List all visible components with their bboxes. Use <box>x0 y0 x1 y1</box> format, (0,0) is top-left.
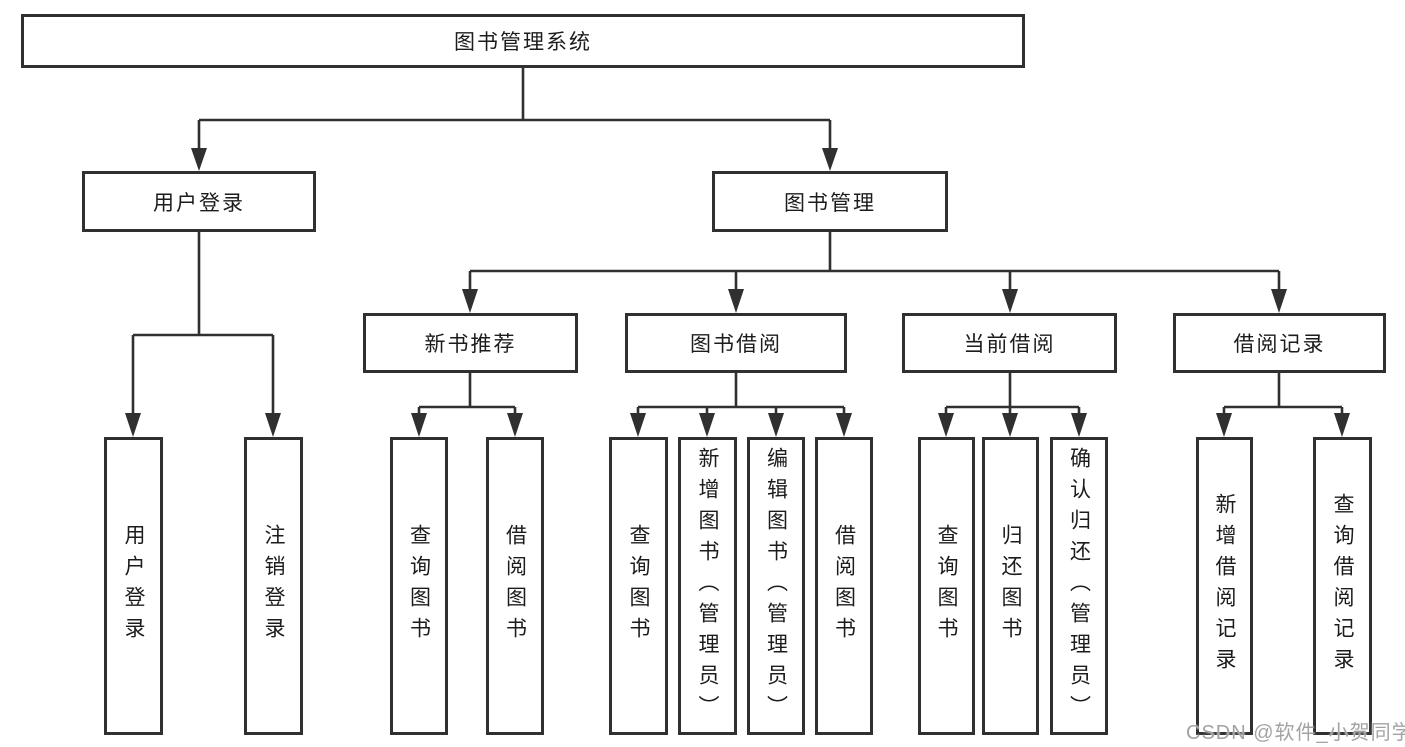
node-user-login: 用户登录 <box>82 171 316 232</box>
leaf-borrow-books-2: 借阅图书 <box>815 437 873 735</box>
node-book-management: 图书管理 <box>712 171 948 232</box>
leaf-query-books-1-label: 查询图书 <box>407 524 431 648</box>
connector-new-book-children <box>417 373 517 417</box>
leaf-add-book-admin: 新增图书（管理员） <box>678 437 737 735</box>
leaf-borrow-books-2-label: 借阅图书 <box>832 524 856 648</box>
node-borrow-records: 借阅记录 <box>1173 313 1386 373</box>
connector-borrow-records-children <box>1222 373 1344 417</box>
leaf-query-books-2-label: 查询图书 <box>627 524 651 648</box>
arrowheads <box>125 148 1350 437</box>
leaf-borrow-books-1: 借阅图书 <box>486 437 544 735</box>
connector-user-login-children <box>131 232 275 417</box>
node-root: 图书管理系统 <box>21 14 1025 68</box>
leaf-logout-label: 注销登录 <box>262 524 286 648</box>
node-current-borrow: 当前借阅 <box>902 313 1117 373</box>
node-new-book-recommend-label: 新书推荐 <box>424 333 517 356</box>
node-book-borrow: 图书借阅 <box>625 313 847 373</box>
connector-current-borrow-children <box>944 373 1081 417</box>
leaf-edit-book-admin: 编辑图书（管理员） <box>747 437 805 735</box>
leaf-borrow-books-1-label: 借阅图书 <box>503 524 527 648</box>
leaf-user-login-label: 用户登录 <box>122 524 146 648</box>
node-root-label: 图书管理系统 <box>454 31 592 54</box>
leaf-edit-book-admin-label: 编辑图书（管理员） <box>764 446 788 726</box>
node-current-borrow-label: 当前借阅 <box>963 333 1056 356</box>
connector-book-management-children <box>468 232 1281 293</box>
leaf-confirm-return-admin: 确认归还（管理员） <box>1050 437 1108 735</box>
leaf-query-books-2: 查询图书 <box>609 437 668 735</box>
leaf-query-books-3: 查询图书 <box>918 437 975 735</box>
connector-root-to-level2 <box>197 68 832 152</box>
node-new-book-recommend: 新书推荐 <box>363 313 578 373</box>
leaf-user-login: 用户登录 <box>104 437 163 735</box>
node-borrow-records-label: 借阅记录 <box>1233 333 1326 356</box>
leaf-add-borrow-record: 新增借阅记录 <box>1196 437 1253 735</box>
leaf-return-books-label: 归还图书 <box>999 524 1023 648</box>
leaf-logout: 注销登录 <box>244 437 303 735</box>
leaf-query-borrow-record-label: 查询借阅记录 <box>1331 493 1355 679</box>
node-book-management-label: 图书管理 <box>784 191 876 215</box>
leaf-query-borrow-record: 查询借阅记录 <box>1313 437 1372 735</box>
leaf-return-books: 归还图书 <box>982 437 1039 735</box>
leaf-confirm-return-admin-label: 确认归还（管理员） <box>1067 446 1091 726</box>
csdn-watermark: CSDN @软件_小贺同学 <box>1186 722 1405 744</box>
leaf-query-books-1: 查询图书 <box>390 437 448 735</box>
node-user-login-label: 用户登录 <box>153 191 245 215</box>
leaf-add-book-admin-label: 新增图书（管理员） <box>696 446 720 726</box>
leaf-query-books-3-label: 查询图书 <box>935 524 959 648</box>
leaf-add-borrow-record-label: 新增借阅记录 <box>1213 493 1237 679</box>
connector-book-borrow-children <box>636 373 846 417</box>
node-book-borrow-label: 图书借阅 <box>690 333 782 356</box>
